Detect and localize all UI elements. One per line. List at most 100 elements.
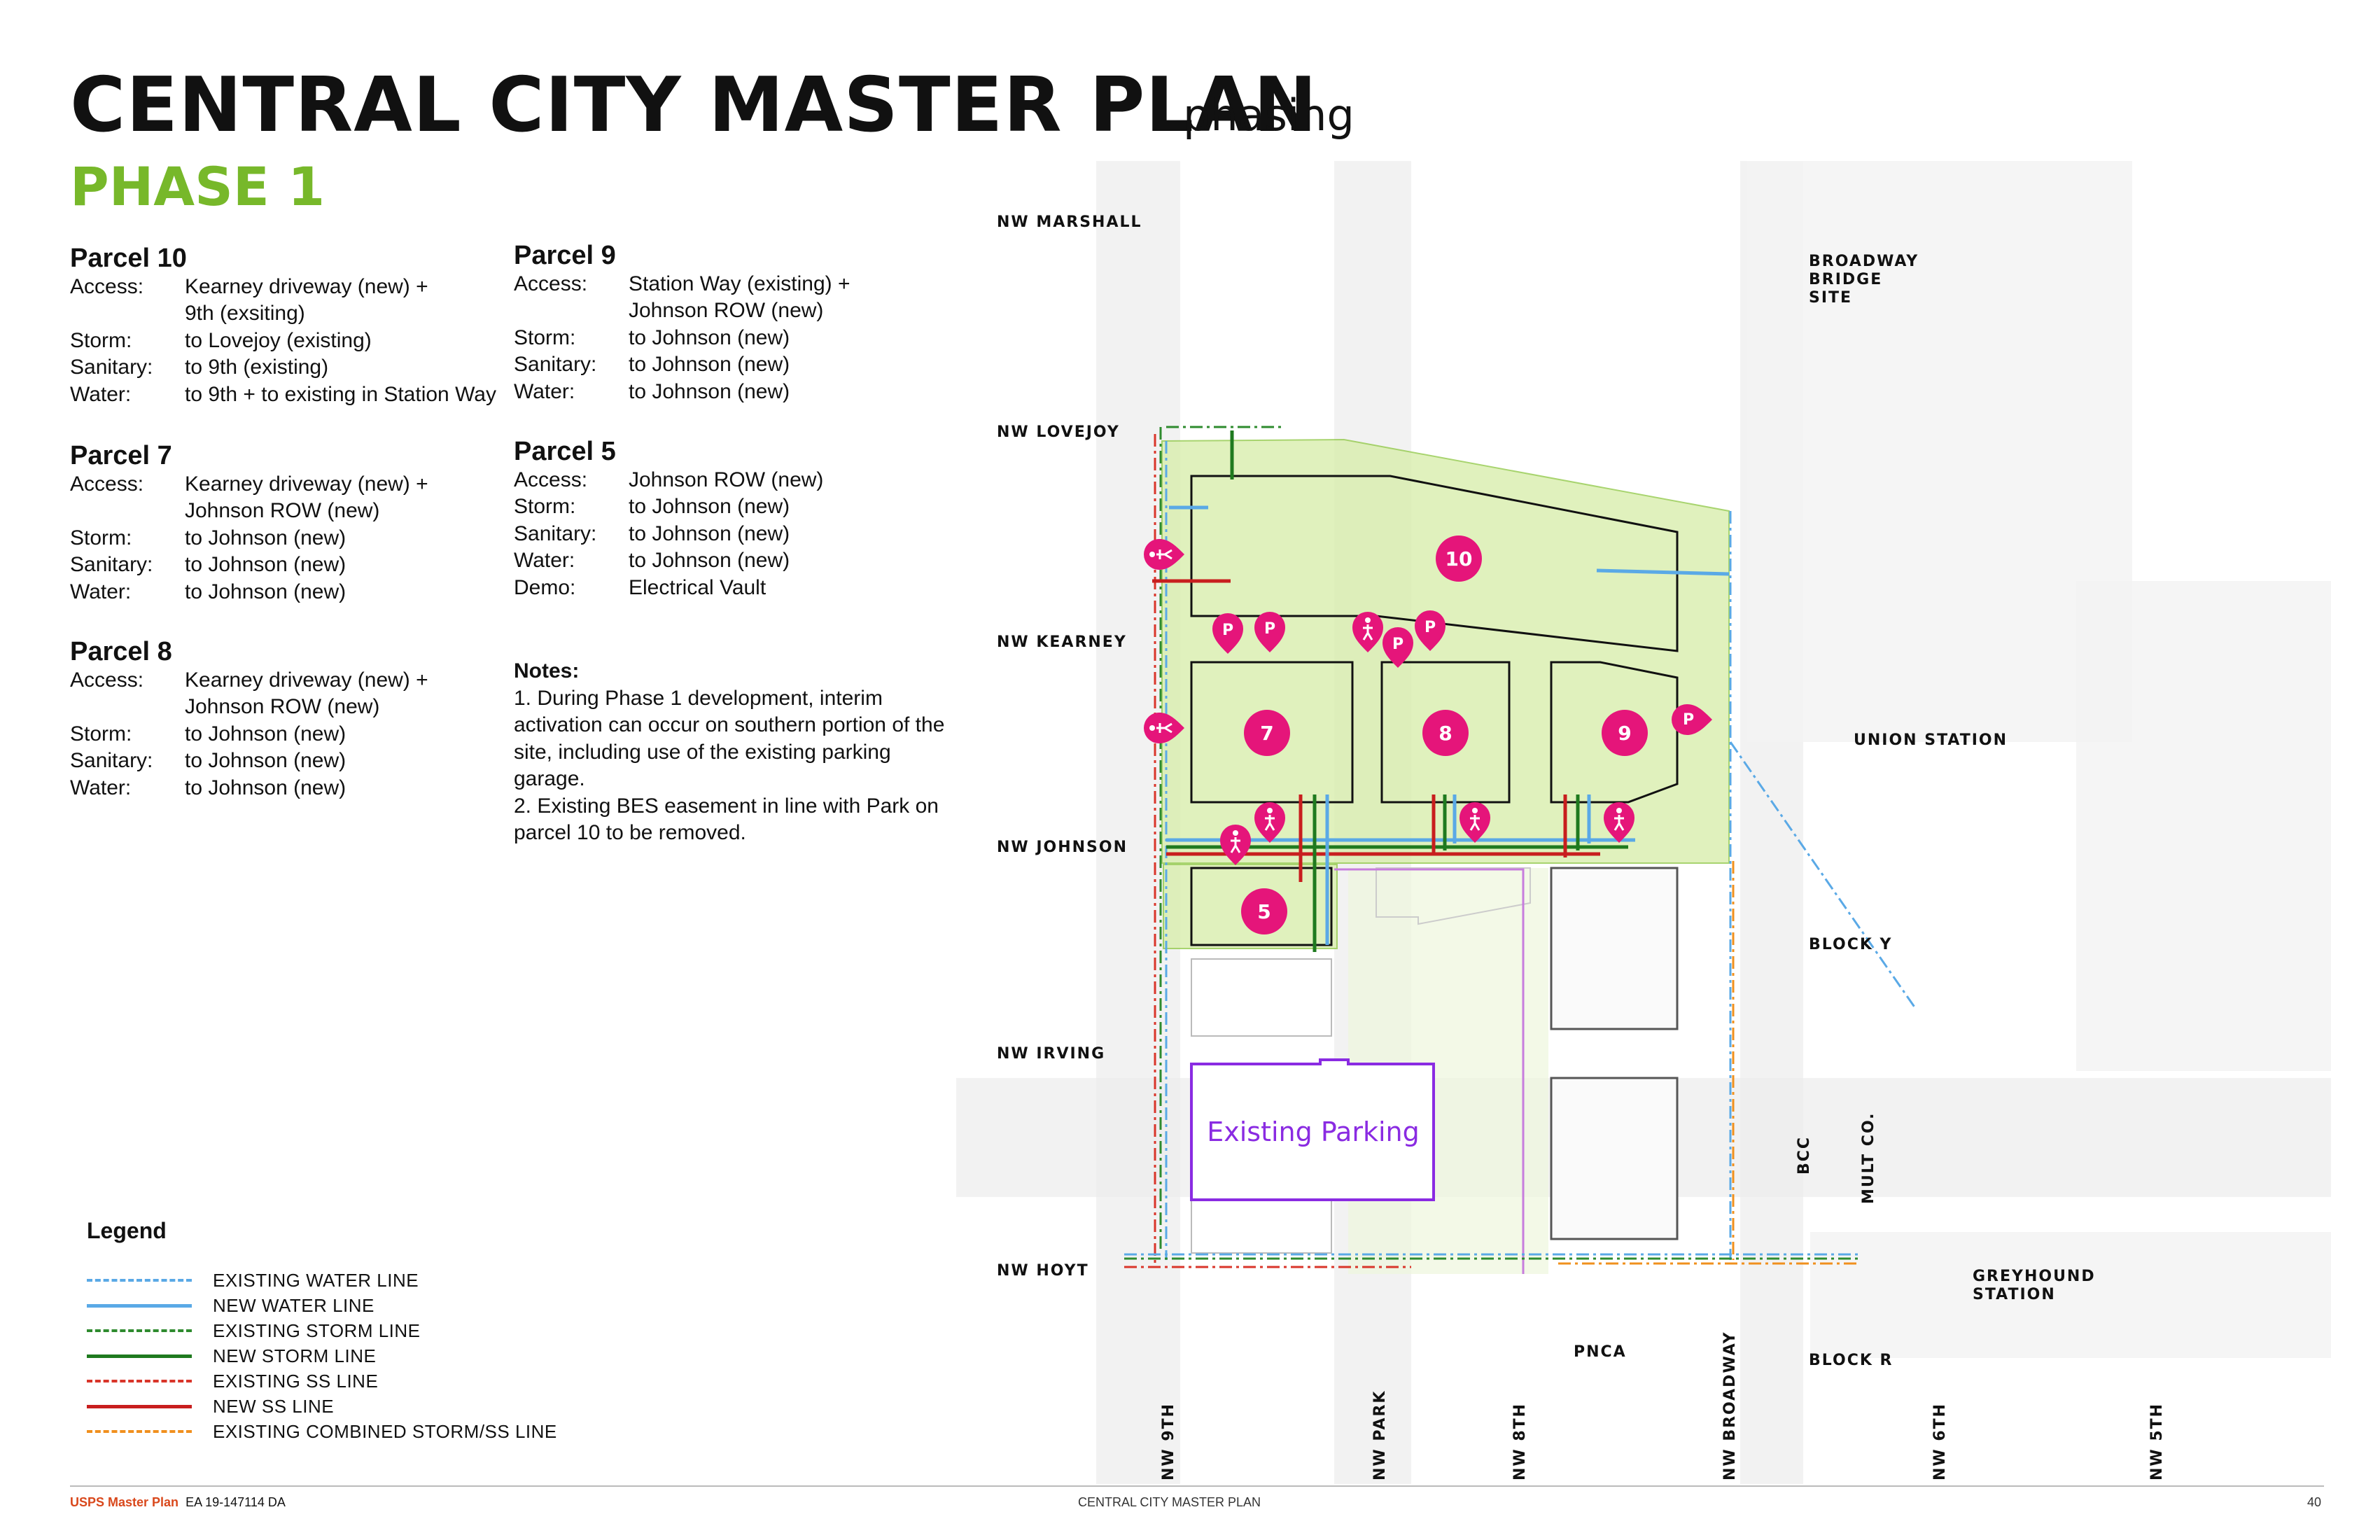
field-value: Station Way (existing) + Johnson ROW (ne… bbox=[629, 272, 850, 323]
page-subtitle: phasing bbox=[1183, 90, 1354, 141]
parcel-9-outline bbox=[1550, 661, 1679, 804]
field-label: Water: bbox=[70, 580, 132, 603]
parcel-5-number: 5 bbox=[1257, 900, 1270, 923]
place-label-block-r: BLOCK R bbox=[1809, 1352, 1893, 1369]
field-label: Sanitary: bbox=[514, 522, 597, 545]
field-label: Access: bbox=[514, 468, 588, 491]
street-label-5th: NW 5TH bbox=[2148, 1403, 2166, 1480]
block-outline bbox=[1550, 867, 1679, 1030]
field-label: Access: bbox=[514, 272, 588, 295]
parcel-7-marker bbox=[1244, 710, 1290, 756]
site-map: Existing Parking 10 7 8 9 5 P P P P P bbox=[956, 161, 2331, 1484]
legend-item: EXISTING COMBINED STORM/SS LINE bbox=[87, 1419, 557, 1444]
street-label-8th: NW 8TH bbox=[1511, 1403, 1529, 1480]
footer-case-number: EA 19-147114 DA bbox=[186, 1495, 286, 1509]
pedestrian-pin-icon bbox=[1144, 539, 1184, 570]
legend-swatch-new-water bbox=[87, 1303, 192, 1308]
field-label: Access: bbox=[70, 274, 144, 298]
parcel-heading: Parcel 5 bbox=[514, 437, 616, 466]
field-value: to Johnson (new) bbox=[629, 522, 790, 545]
field-value: to Johnson (new) bbox=[185, 580, 346, 603]
place-label-bcc: BCC bbox=[1795, 1136, 1813, 1175]
label-line: GREYHOUND bbox=[1973, 1268, 2096, 1285]
parcel-9-block: Parcel 9 Access: Station Way (existing) +… bbox=[514, 242, 850, 405]
street-label-irving: NW IRVING bbox=[997, 1045, 1105, 1063]
phase-heading: PHASE 1 bbox=[70, 155, 326, 218]
legend-label: EXISTING WATER LINE bbox=[213, 1269, 419, 1291]
legend-swatch-existing-combined bbox=[87, 1430, 192, 1433]
place-label-union-station: UNION STATION bbox=[1854, 732, 2008, 749]
pedestrian-pin-icon bbox=[1352, 612, 1383, 652]
parcel-heading: Parcel 10 bbox=[70, 244, 187, 273]
legend-item: NEW SS LINE bbox=[87, 1394, 557, 1419]
legend-label: NEW STORM LINE bbox=[213, 1345, 377, 1366]
field-label: Storm: bbox=[70, 328, 132, 352]
footer-left: USPS Master Plan EA 19-147114 DA bbox=[70, 1495, 286, 1510]
parking-pin-icon: P bbox=[1415, 610, 1446, 651]
parking-symbol: P bbox=[1222, 622, 1233, 639]
label-line: BRIDGE bbox=[1809, 271, 1882, 288]
pedestrian-pin-icon bbox=[1604, 802, 1634, 843]
field-label: Water: bbox=[70, 776, 132, 799]
field-value: to Johnson (new) bbox=[185, 749, 346, 772]
field-value: to Johnson (new) bbox=[185, 722, 346, 746]
field-label: Water: bbox=[70, 382, 132, 406]
field-value: to Johnson (new) bbox=[185, 526, 346, 550]
parcel-7-number: 7 bbox=[1260, 722, 1273, 745]
parcel-5-outline bbox=[1190, 867, 1333, 946]
parking-pin-icon: P bbox=[1672, 704, 1712, 735]
parcel-7-outline bbox=[1190, 661, 1354, 804]
street-label-6th: NW 6TH bbox=[1931, 1403, 1949, 1480]
label-line: STATION bbox=[1973, 1286, 2056, 1303]
street-label-broadway: NW BROADWAY bbox=[1721, 1331, 1739, 1480]
pedestrian-pin-icon bbox=[1460, 802, 1490, 843]
note-item: 1. During Phase 1 development, interim a… bbox=[514, 686, 945, 791]
legend-title: Legend bbox=[87, 1218, 167, 1243]
field-label: Water: bbox=[514, 379, 575, 403]
field-value: to Lovejoy (existing) bbox=[185, 328, 372, 352]
parking-boundary-line bbox=[1334, 868, 1525, 1274]
parking-symbol: P bbox=[1683, 711, 1694, 729]
parcel-7-block: Parcel 7 Access:Kearney driveway (new) +… bbox=[70, 442, 428, 606]
field-label: Storm: bbox=[514, 326, 576, 349]
place-label-pnca: PNCA bbox=[1574, 1343, 1627, 1361]
phase1-area bbox=[1161, 438, 1730, 864]
legend: Legend EXISTING WATER LINE NEW WATER LIN… bbox=[87, 1218, 557, 1444]
parking-symbol: P bbox=[1424, 619, 1436, 636]
legend-label: EXISTING STORM LINE bbox=[213, 1320, 421, 1341]
legend-label: NEW WATER LINE bbox=[213, 1294, 374, 1316]
field-value: Johnson ROW (new) bbox=[629, 468, 824, 491]
existing-water-line bbox=[1729, 741, 1917, 1009]
legend-swatch-existing-storm bbox=[87, 1329, 192, 1332]
field-value: to Johnson (new) bbox=[629, 379, 790, 403]
union-station-bg bbox=[1747, 161, 2132, 742]
field-value: to Johnson (new) bbox=[185, 776, 346, 799]
legend-item: NEW STORM LINE bbox=[87, 1343, 557, 1368]
parcel-8-number: 8 bbox=[1438, 722, 1452, 745]
legend-item: EXISTING WATER LINE bbox=[87, 1268, 557, 1293]
street-label-lovejoy: NW LOVEJOY bbox=[997, 424, 1120, 441]
page-title: CENTRAL CITY MASTER PLAN bbox=[70, 62, 1318, 149]
field-label: Access: bbox=[70, 472, 144, 496]
parcel-heading: Parcel 7 bbox=[70, 441, 172, 470]
parcel-10-outline bbox=[1190, 475, 1679, 652]
parcel-heading: Parcel 9 bbox=[514, 241, 616, 270]
parcel-9-marker bbox=[1602, 710, 1648, 756]
footer-project: USPS Master Plan bbox=[70, 1495, 179, 1509]
field-value: to Johnson (new) bbox=[629, 495, 790, 518]
legend-swatch-existing-water bbox=[87, 1279, 192, 1282]
field-value: to 9th (existing) bbox=[185, 356, 329, 379]
street-label-9th: NW 9TH bbox=[1160, 1403, 1177, 1480]
existing-parking-label: Existing Parking bbox=[1207, 1116, 1419, 1147]
street-label-marshall: NW MARSHALL bbox=[997, 214, 1142, 231]
label-line: SITE bbox=[1809, 289, 1852, 307]
field-value: to Johnson (new) bbox=[185, 553, 346, 576]
field-label: Sanitary: bbox=[70, 749, 153, 772]
pedestrian-pin-icon bbox=[1254, 802, 1285, 843]
parcel-10-marker bbox=[1436, 536, 1482, 582]
note-item: 2. Existing BES easement in line with Pa… bbox=[514, 794, 939, 845]
legend-label: EXISTING SS LINE bbox=[213, 1370, 379, 1392]
legend-item: NEW WATER LINE bbox=[87, 1293, 557, 1318]
